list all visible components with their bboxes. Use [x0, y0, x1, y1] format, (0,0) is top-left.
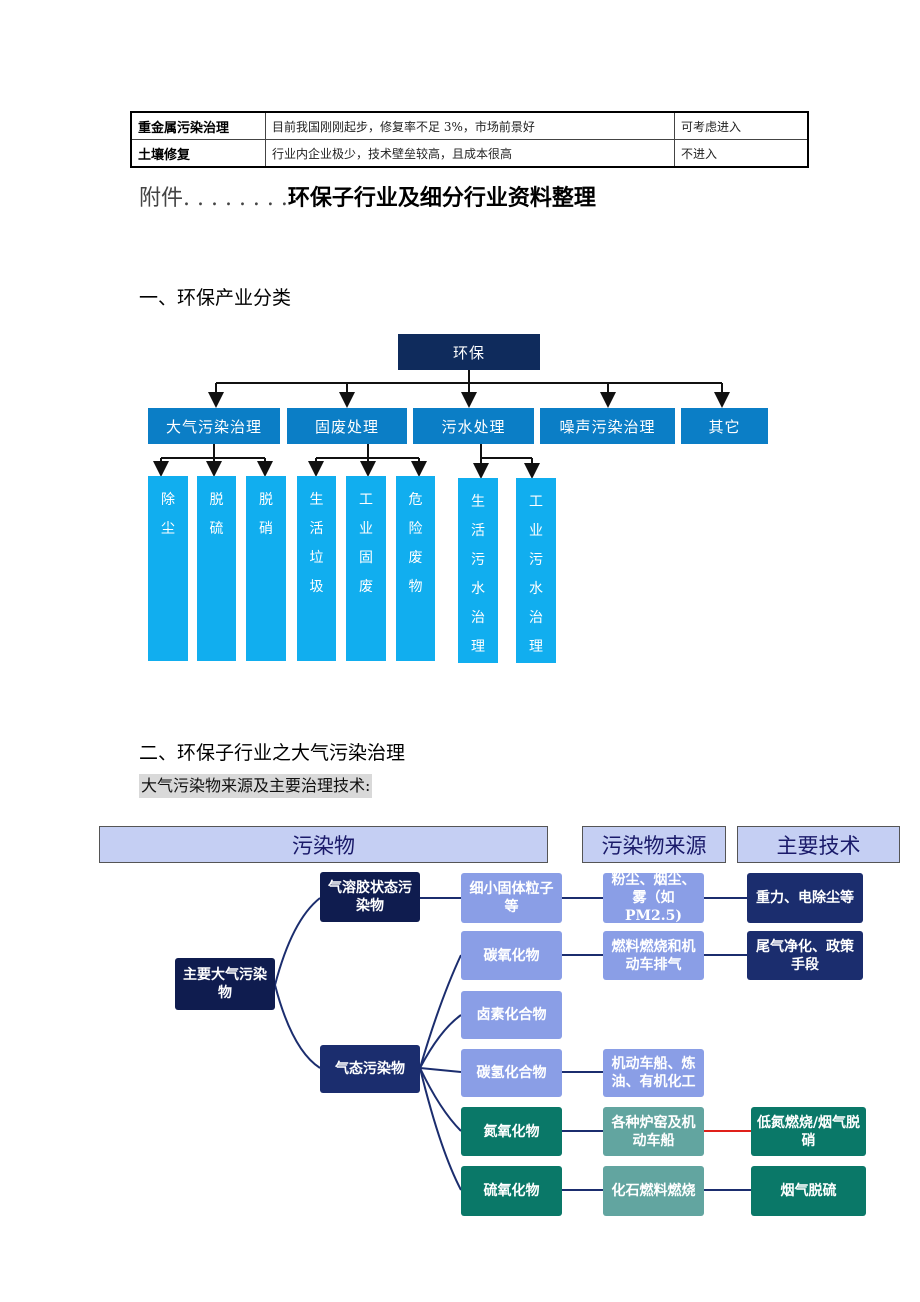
leaf-domestic-waste: 生活垃圾: [297, 476, 336, 661]
leaf-dust-removal: 除尘: [148, 476, 188, 661]
node-aerosol: 气溶胶状态污染物: [320, 872, 420, 922]
node-source-vehicles-refining: 机动车船、炼油、有机化工: [603, 1049, 704, 1097]
leaf-industrial-sewage: 工业污水治理: [516, 478, 556, 663]
node-sulfur-oxides: 硫氧化物: [461, 1166, 562, 1216]
industry-table: 重金属污染治理 目前我国刚刚起步，修复率不足 3%，市场前景好 可考虑进入 土壤…: [130, 111, 809, 168]
category-solid: 固废处理: [287, 408, 407, 444]
table-row: 土壤修复 行业内企业极少，技术壁垒较高，且成本很高 不进入: [130, 139, 809, 168]
node-tech-dust-removal: 重力、电除尘等: [747, 873, 863, 923]
node-halogen-compounds: 卤素化合物: [461, 991, 562, 1039]
node-carbon-oxides: 碳氧化物: [461, 931, 562, 980]
category-water: 污水处理: [413, 408, 534, 444]
section-heading-2: 二、环保子行业之大气污染治理: [139, 742, 406, 764]
header-sources: 污染物来源: [582, 826, 726, 863]
node-tech-exhaust: 尾气净化、政策手段: [747, 931, 863, 980]
node-gaseous: 气态污染物: [320, 1045, 420, 1093]
leaf-denitrification: 脱硝: [246, 476, 286, 661]
title-main: 环保子行业及细分行业资料整理: [287, 186, 596, 211]
category-air: 大气污染治理: [148, 408, 280, 444]
title-prefix: 附件. . . . . . . .: [139, 186, 288, 211]
table-cell-desc: 目前我国刚刚起步，修复率不足 3%，市场前景好: [265, 111, 675, 140]
section-heading-1: 一、环保产业分类: [139, 287, 292, 309]
tree-root: 环保: [398, 334, 540, 370]
node-source-kilns: 各种炉窑及机动车船: [603, 1107, 704, 1156]
table-row: 重金属污染治理 目前我国刚刚起步，修复率不足 3%，市场前景好 可考虑进入: [130, 111, 809, 140]
table-cell-decision: 不进入: [674, 139, 809, 168]
node-nitrogen-oxides: 氮氧化物: [461, 1107, 562, 1156]
node-source-fossil-fuel: 化石燃料燃烧: [603, 1166, 704, 1216]
node-tech-denitration: 低氮燃烧/烟气脱硝: [751, 1107, 866, 1156]
node-tech-desulfurization: 烟气脱硫: [751, 1166, 866, 1216]
table-cell-name: 重金属污染治理: [130, 111, 266, 140]
node-main-pollutants: 主要大气污染物: [175, 958, 275, 1010]
node-source-dust: 粉尘、烟尘、雾（如PM2.5): [603, 872, 704, 924]
section-subheading: 大气污染物来源及主要治理技术:: [139, 774, 373, 798]
node-hydrocarbons: 碳氢化合物: [461, 1049, 562, 1097]
leaf-industrial-waste: 工业固废: [346, 476, 386, 661]
table-cell-name: 土壤修复: [130, 139, 266, 168]
leaf-hazardous-waste: 危险废物: [396, 476, 435, 661]
leaf-domestic-sewage: 生活污水治理: [458, 478, 498, 663]
header-pollutants: 污染物: [99, 826, 548, 863]
tree-connectors: [153, 370, 730, 479]
document-title: 附件. . . . . . . .环保子行业及细分行业资料整理: [139, 180, 596, 212]
node-source-combustion: 燃料燃烧和机动车排气: [603, 931, 704, 980]
category-other: 其它: [681, 408, 768, 444]
table-cell-desc: 行业内企业极少，技术壁垒较高，且成本很高: [265, 139, 675, 168]
header-techs: 主要技术: [737, 826, 900, 863]
table-cell-decision: 可考虑进入: [674, 111, 809, 140]
leaf-desulfurization: 脱硫: [197, 476, 236, 661]
category-noise: 噪声污染治理: [540, 408, 675, 444]
node-fine-particles: 细小固体粒子等: [461, 873, 562, 923]
